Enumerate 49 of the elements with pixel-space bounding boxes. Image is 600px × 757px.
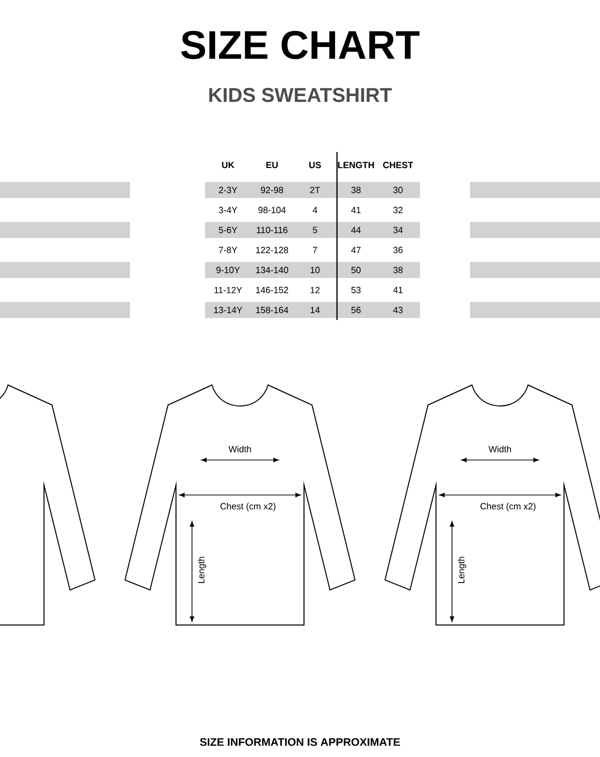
- table-cell: 34: [393, 226, 403, 234]
- chart-title: SIZE CHART: [181, 30, 420, 60]
- table-cell: 41: [351, 206, 361, 214]
- dimension-label: Chest (cm x2): [220, 502, 276, 512]
- table-cell: 110-116: [256, 226, 288, 234]
- table-cell: 13-14Y: [214, 306, 242, 314]
- dimension-label: Width: [488, 446, 511, 452]
- table-cell: 36: [393, 246, 403, 254]
- column-header: EU: [266, 162, 278, 168]
- table-cell: 146-152: [256, 286, 288, 294]
- table-cell: 47: [351, 246, 361, 254]
- column-header: UK: [222, 162, 234, 168]
- dimension-label: Chest (cm x2): [480, 502, 536, 512]
- table-cell: 14: [310, 306, 320, 314]
- chart-subtitle: KIDS SWEATSHIRT: [209, 88, 392, 102]
- table-cell: 2-3Y: [218, 186, 238, 194]
- table-cell: 32: [393, 206, 403, 214]
- table-cell: 12: [310, 286, 320, 294]
- table-cell: 7-8Y: [218, 246, 238, 254]
- table-cell: 92-98: [260, 186, 284, 194]
- dimension-label: Width: [228, 446, 251, 452]
- column-header: CHEST: [383, 162, 414, 168]
- table-cell: 98-104: [258, 206, 286, 214]
- table-cell: 122-128: [256, 246, 288, 254]
- table-cell: 10: [310, 266, 320, 274]
- table-cell: 5: [312, 226, 318, 234]
- table-cell: 41: [393, 286, 403, 294]
- table-cell: 2T: [310, 186, 320, 194]
- column-header: LENGTH: [338, 162, 374, 168]
- table-cell: 9-10Y: [216, 266, 240, 274]
- table-cell: 38: [351, 186, 361, 194]
- column-header: US: [309, 162, 321, 168]
- table-cell: 53: [351, 286, 361, 294]
- table-cell: 4: [312, 206, 318, 214]
- dimension-label: Length: [458, 556, 466, 584]
- table-cell: 3-4Y: [218, 206, 238, 214]
- table-cell: 134-140: [256, 266, 288, 274]
- table-cell: 5-6Y: [218, 226, 238, 234]
- table-cell: 44: [351, 226, 361, 234]
- table-cell: 43: [393, 306, 403, 314]
- table-cell: 11-12Y: [214, 286, 242, 294]
- footnote: SIZE INFORMATION IS APPROXIMATE: [200, 738, 400, 746]
- table-cell: 7: [312, 246, 318, 254]
- table-cell: 56: [351, 306, 361, 314]
- table-cell: 38: [393, 266, 403, 274]
- dimension-label: Length: [198, 556, 206, 584]
- table-cell: 30: [393, 186, 403, 194]
- table-cell: 158-164: [256, 306, 288, 314]
- table-cell: 50: [351, 266, 361, 274]
